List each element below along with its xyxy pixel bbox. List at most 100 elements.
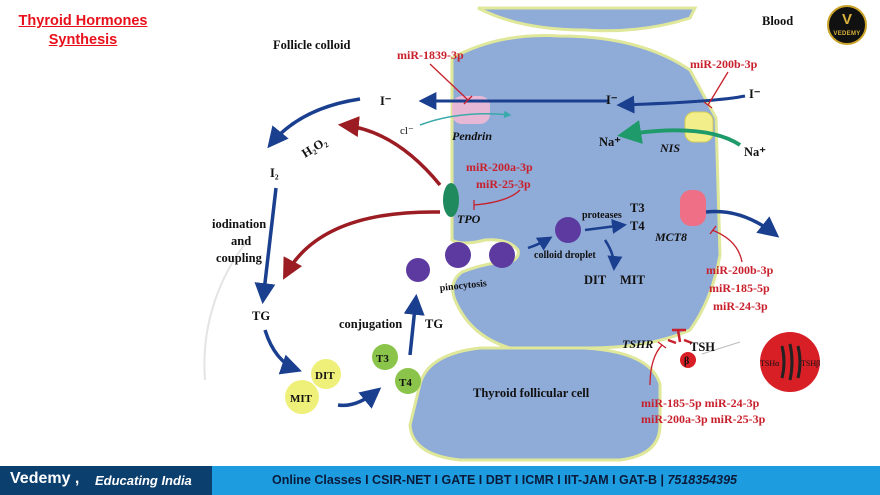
i2-to-tg-arrow (254, 187, 278, 305)
tsh-binding-line (701, 341, 741, 355)
h2o2-label: H₂O₂ (299, 134, 329, 160)
tshr-receptor-arms (667, 338, 693, 345)
mit-to-t3-arrow (337, 387, 382, 409)
logo-text: VEDEMY (833, 31, 861, 37)
upper-cell (477, 6, 698, 33)
bubble-mit-label: MIT (290, 393, 313, 405)
mct8-mirna-3: miR-24-3p (713, 299, 768, 313)
conjugation-label: conjugation (339, 317, 402, 331)
tpo-to-tg-arrow (283, 210, 441, 280)
tshr-receptor (672, 328, 686, 343)
t3-label: T3 (630, 201, 645, 215)
footer-banner: Vedemy , Educating India Online Classes … (0, 466, 880, 495)
footer-courses: Online Classes I CSIR-NET I GATE I DBT I… (272, 473, 737, 487)
mct8-transporter (680, 190, 706, 226)
iodide-colloid-label: I⁻ (380, 94, 392, 108)
footer-tagline: Educating India (95, 473, 192, 488)
nis-inhibition (703, 71, 729, 109)
to-droplet-arrow (527, 236, 553, 251)
tsh-beta-label: TSHβ (801, 359, 820, 368)
tsh-molecule (760, 332, 820, 392)
dit-bubble (311, 359, 341, 389)
mct8-export-arrow (705, 209, 780, 238)
footer-brand-block: Vedemy , Educating India (0, 466, 212, 495)
iodide-cell-label: I⁻ (606, 93, 618, 107)
nis-transporter (684, 111, 714, 143)
sodium-cell-label: Na⁺ (599, 135, 621, 149)
pinocytosis-label: pinocytosis (439, 278, 487, 294)
tpo-inhibition (473, 189, 521, 210)
footer-course-list: Online Classes I CSIR-NET I GATE I DBT I… (272, 473, 664, 487)
thyroid-synthesis-diagram: Follicle colloid Blood Thyroid follicula… (203, 6, 820, 462)
t4-bubble (395, 368, 421, 394)
conjugated-vesicle (406, 258, 430, 282)
follicle-colloid-label: Follicle colloid (273, 38, 350, 52)
sodium-arrow (617, 120, 742, 147)
blood-label: Blood (762, 14, 793, 28)
chloride-arrow (419, 110, 512, 126)
tg-label-2: TG (425, 317, 443, 331)
follicular-cell-label: Thyroid follicular cell (473, 386, 590, 400)
title-line-1: Thyroid Hormones (18, 13, 148, 29)
tg-to-mit-arrow (263, 329, 302, 375)
iodide-blood-label: I⁻ (749, 87, 761, 101)
dit-label: DIT (584, 273, 607, 287)
h2o2-arrow (337, 116, 442, 187)
sodium-blood-label: Na⁺ (744, 145, 766, 159)
bubble-t4-label: T4 (399, 377, 412, 389)
tshr-label: TSHR (622, 337, 653, 351)
mct8-label: MCT8 (654, 230, 687, 244)
lower-cell (408, 346, 662, 462)
pendrin-label: Pendrin (452, 129, 492, 143)
vesicle-right (489, 242, 515, 268)
logo-letter: V (841, 11, 852, 28)
bubble-dit-label: DIT (315, 370, 335, 382)
t3-bubble (372, 344, 398, 370)
t4-label: T4 (630, 219, 645, 233)
page-title: Thyroid Hormones Synthesis (8, 12, 158, 50)
pendrin-transporter (452, 96, 490, 124)
colloid-droplet-label: colloid droplet (534, 250, 596, 261)
tpo-label: TPO (457, 212, 481, 226)
protease-arrow (584, 219, 627, 234)
iodide-arrow-blood (616, 94, 746, 114)
mct8-mirna-2: miR-185-5p (709, 281, 770, 295)
colloid-droplet (555, 217, 581, 243)
tpo-mirna-1: miR-200a-3p (466, 160, 533, 174)
chloride-label: cl⁻ (400, 125, 414, 137)
tsh-small-beta (680, 352, 696, 368)
iodination-label: iodination (212, 217, 266, 231)
vesicle-left (445, 242, 471, 268)
tsh-label: TSH (690, 340, 715, 354)
colloid-outline (203, 239, 249, 381)
vedemy-logo[interactable]: V VEDEMY (827, 5, 867, 45)
follicular-cell (450, 34, 722, 350)
t3-to-vesicle-arrow (403, 293, 425, 356)
proteases-label: proteases (582, 210, 622, 221)
beta-label: β (684, 356, 689, 367)
footer-phone[interactable]: 7518354395 (667, 473, 737, 487)
tsh-alpha-label: TSHα (760, 359, 780, 368)
tsh-molecule-strands (780, 343, 802, 381)
nis-mirna: miR-200b-3p (690, 57, 758, 71)
pendrin-inhibition (429, 63, 473, 105)
tpo-enzyme (443, 183, 459, 217)
and-label: and (231, 234, 251, 248)
title-line-2: Synthesis (48, 32, 118, 48)
mct8-mirna-1: miR-200b-3p (706, 263, 774, 277)
tshr-mirna-1: miR-185-5p miR-24-3p (641, 396, 760, 410)
bubble-t3-label: T3 (376, 353, 389, 365)
mct8-inhibition (709, 225, 743, 263)
dit-mit-arrow (603, 239, 623, 271)
tg-label: TG (252, 309, 270, 323)
pendrin-mirna: miR-1839-3p (397, 48, 464, 62)
tshr-inhibition (649, 341, 667, 386)
coupling-label: coupling (216, 251, 263, 265)
footer-brand: Vedemy , (10, 470, 80, 487)
i2-label: I₂ (270, 166, 279, 180)
tshr-mirna-2: miR-200a-3p miR-25-3p (641, 412, 766, 426)
mit-bubble (285, 380, 319, 414)
tpo-mirna-2: miR-25-3p (476, 177, 531, 191)
iodide-to-i2-arrow (267, 97, 361, 149)
nis-label: NIS (659, 141, 680, 155)
